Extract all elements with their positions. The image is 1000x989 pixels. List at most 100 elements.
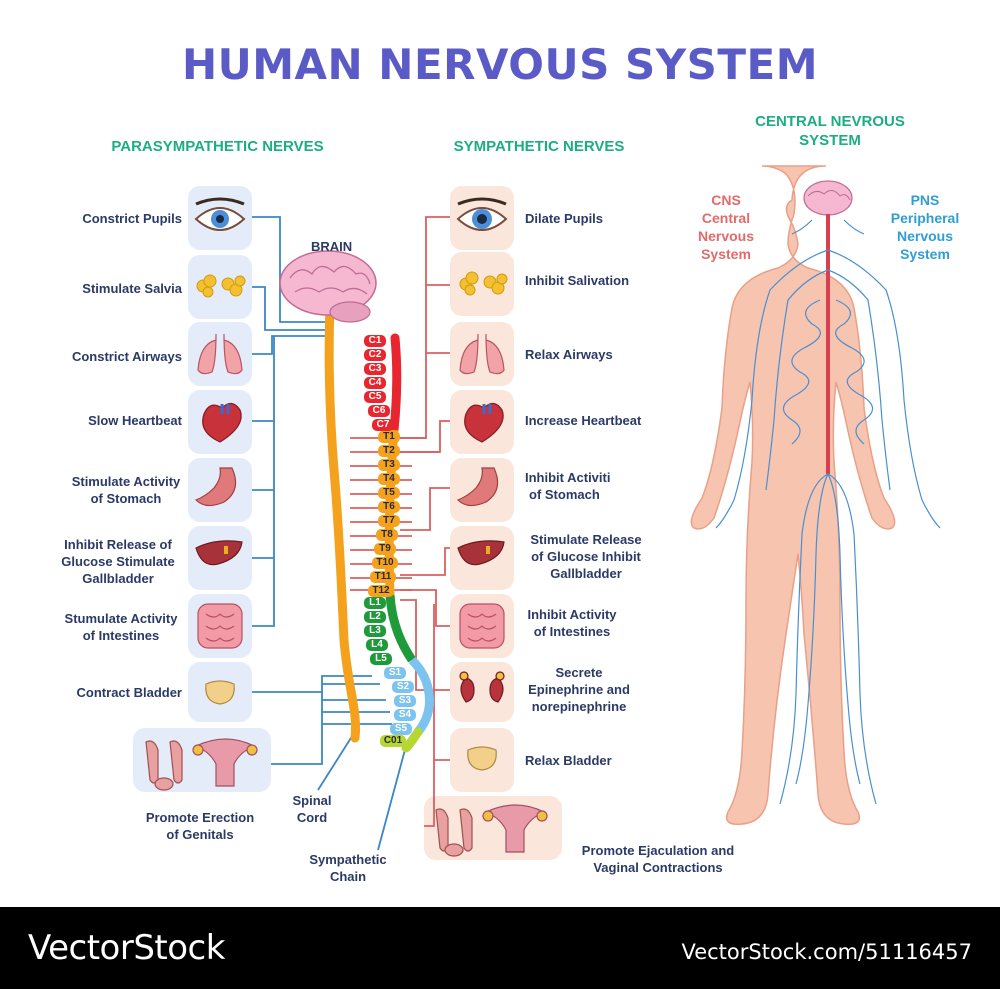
- para-text: Constrict Pupils: [82, 211, 182, 226]
- vertebra-t2: T2: [378, 445, 400, 457]
- vertebra-s5: S5: [390, 723, 412, 735]
- sympathetic-chain-text: Chain: [329, 869, 367, 884]
- symp-label-airways: Relax Airways: [525, 346, 675, 363]
- symp-text: of Intestines: [533, 624, 611, 639]
- symp-text: Epinephrine and: [528, 682, 630, 697]
- vertebra-t11: T11: [370, 571, 396, 583]
- para-label-genitals: Promote Erection of Genitals: [130, 809, 270, 843]
- vertebra-t1: T1: [378, 431, 400, 443]
- vertebra-c6: C6: [368, 405, 390, 417]
- cns-text: Nervous: [697, 228, 755, 244]
- vertebra-t9: T9: [374, 543, 396, 555]
- symp-label-bladder: Relax Bladder: [525, 752, 675, 769]
- symp-line-heart: [400, 420, 450, 453]
- spinal-cord-pointer: [317, 729, 357, 791]
- male-genitals-icon-right: [435, 808, 473, 857]
- chain-sacral: [408, 656, 434, 735]
- symp-label-saliva: Inhibit Salivation: [525, 272, 675, 289]
- vertebra-t4: T4: [378, 473, 400, 485]
- para-line-saliva: [252, 286, 330, 331]
- symp-line-liver: [400, 547, 450, 576]
- sympathetic-header: SYMPATHETIC NERVES: [453, 138, 625, 155]
- vertebra-c2: C2: [364, 349, 386, 361]
- para-text: of Intestines: [82, 628, 160, 643]
- human-body-figure: [690, 165, 941, 825]
- chain-coccygeal: [401, 727, 423, 753]
- vertebra-t7: T7: [378, 515, 400, 527]
- salivary-gland-icon: [196, 274, 246, 298]
- para-line-pupils: [252, 216, 330, 323]
- para-text: of Genitals: [166, 827, 234, 842]
- para-text: Inhibit Release of: [64, 537, 172, 552]
- salivary-gland-icon-right: [459, 271, 508, 296]
- para-text: Promote Erection: [145, 810, 255, 825]
- vertebra-s1: S1: [384, 667, 406, 679]
- eye-icon: [194, 197, 246, 231]
- cns-text: Central: [701, 210, 751, 226]
- intestines-icon-right: [459, 603, 505, 649]
- symp-text: norepinephrine: [531, 699, 627, 714]
- vertebra-s2: S2: [392, 681, 414, 693]
- symp-text: Inhibit Activity: [527, 607, 617, 622]
- watermark-bar: [0, 907, 1000, 989]
- watermark-id: VectorStock.com/51116457: [681, 940, 972, 964]
- spinal-cord: [324, 300, 361, 743]
- vertebra-t3: T3: [378, 459, 400, 471]
- male-genitals-icon: [145, 740, 183, 791]
- brain-icon: [279, 250, 377, 323]
- symp-line-stomach: [400, 487, 450, 531]
- spinal-cord-text: Spinal: [292, 793, 332, 808]
- vertebra-t6: T6: [378, 501, 400, 513]
- spinal-cord-text: Cord: [296, 810, 328, 825]
- bladder-icon: [205, 680, 235, 705]
- heart-icon-right: [464, 402, 504, 443]
- vertebra-c5: C5: [364, 391, 386, 403]
- vertebra-c7: C7: [372, 419, 394, 431]
- para-text: of Stomach: [90, 491, 162, 506]
- cns-text: System: [701, 246, 751, 262]
- vertebra-c4: C4: [364, 377, 386, 389]
- pns-text: PNS: [910, 192, 940, 208]
- chain-lumbar: [385, 594, 416, 663]
- symp-label-pupils: Dilate Pupils: [525, 210, 675, 227]
- lungs-box-left: [188, 322, 252, 386]
- lungs-icon-right: [459, 333, 505, 375]
- para-label-heartbeat: Slow Heartbeat: [40, 412, 182, 429]
- symp-line-pupils: [400, 216, 450, 439]
- lungs-box-right: [450, 322, 514, 386]
- vertebra-l4: L4: [366, 639, 388, 651]
- central-header-line2: SYSTEM: [799, 132, 861, 149]
- chain-cervical: [389, 333, 402, 435]
- symp-text: Vaginal Contractions: [593, 860, 723, 875]
- symp-text: Relax Airways: [525, 347, 613, 362]
- para-text: Glucose Stimulate: [61, 554, 175, 569]
- symp-text: of Stomach: [529, 487, 600, 502]
- symp-text: Secrete: [555, 665, 603, 680]
- watermark-brand: VectorStock: [28, 928, 225, 968]
- vertebra-t12: T12: [368, 585, 394, 597]
- para-text: Gallbladder: [82, 571, 154, 586]
- para-label-saliva: Stimulate Salvia: [40, 280, 182, 297]
- vertebra-l5: L5: [370, 653, 392, 665]
- vertebra-l3: L3: [364, 625, 386, 637]
- vertebra-s4: S4: [394, 709, 416, 721]
- vertebra-l2: L2: [364, 611, 386, 623]
- vertebra-t10: T10: [372, 557, 398, 569]
- pns-label: PNS Peripheral Nervous System: [880, 191, 970, 263]
- para-line-genitals: [271, 692, 323, 765]
- para-line-intestines: [252, 421, 275, 627]
- bladder-icon-right: [467, 746, 497, 771]
- symp-text: Promote Ejaculation and: [581, 843, 735, 858]
- para-text: Slow Heartbeat: [88, 413, 182, 428]
- liver-icon: [195, 540, 243, 566]
- symp-text: Dilate Pupils: [525, 211, 604, 226]
- sympathetic-chain-pointer: [377, 745, 407, 851]
- kidneys-box-right: [450, 662, 514, 722]
- page-title: HUMAN NERVOUS SYSTEM: [181, 40, 818, 89]
